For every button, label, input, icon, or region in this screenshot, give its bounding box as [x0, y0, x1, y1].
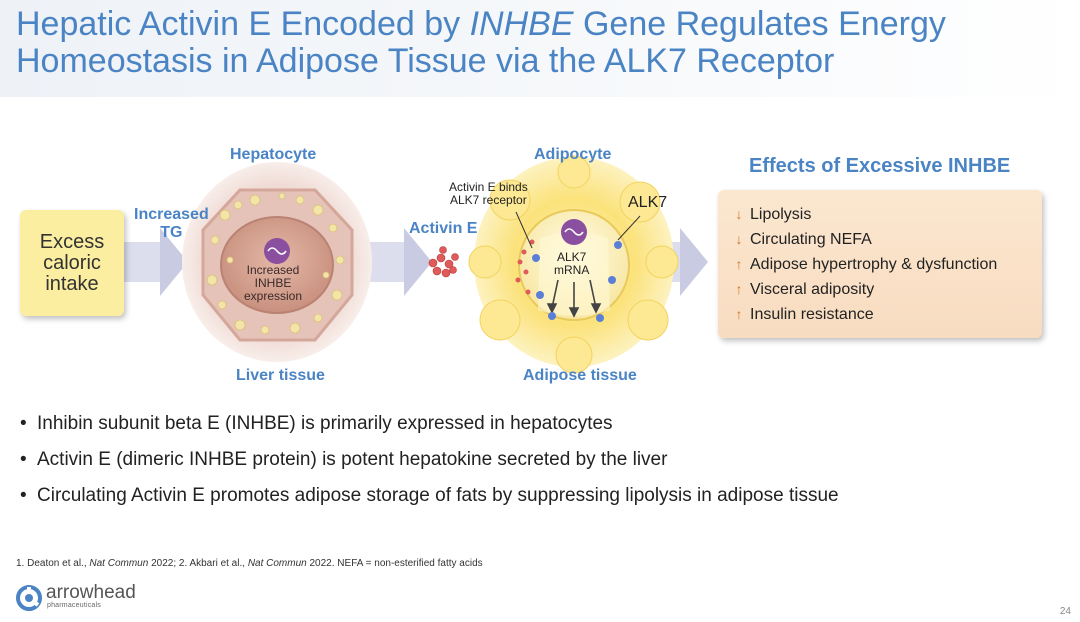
effect-label: Lipolysis [750, 206, 812, 223]
down-arrow-icon: ↓ [735, 206, 743, 222]
effect-label: Adipose hypertrophy & dysfunction [750, 256, 998, 273]
alk7-mrna-label: ALK7 mRNA [554, 250, 590, 277]
adipocyte-label: Adipocyte [534, 146, 612, 163]
effect-label: Insulin resistance [750, 306, 874, 323]
diagram-graphics [124, 155, 708, 374]
footnote: 1. Deaton et al., Nat Commun 2022; 2. Ak… [16, 558, 483, 569]
increased-tg-label: Increased TG [134, 206, 209, 241]
effect-item: ↓ Lipolysis [734, 202, 1042, 227]
adipose-tissue-label: Adipose tissue [523, 367, 637, 384]
hepatocyte-illustration [182, 162, 372, 362]
up-arrow-icon: ↑ [735, 256, 743, 272]
bullet-list: Inhibin subunit beta E (INHBE) is primar… [20, 406, 839, 514]
bullet-item: Inhibin subunit beta E (INHBE) is primar… [20, 406, 839, 442]
excess-caloric-intake-text: Excess caloric intake [39, 230, 105, 295]
hepatocyte-label: Hepatocyte [230, 146, 317, 163]
logo-subtitle: pharmaceuticals [47, 602, 101, 609]
adipocyte-illustration [468, 155, 679, 374]
bullet-item: Circulating Activin E promotes adipose s… [20, 478, 839, 514]
pathway-diagram: Hepatocyte Liver tissue Adipocyte Adipos… [0, 130, 1080, 390]
logo-name: arrowhead [46, 582, 136, 603]
effect-item: ↓ Circulating NEFA [734, 227, 1042, 252]
page-number: 24 [1059, 606, 1071, 617]
inhbe-expression-label: Increased INHBE expression [244, 263, 303, 303]
effect-item: ↑ Adipose hypertrophy & dysfunction [734, 252, 1042, 277]
effect-label: Visceral adiposity [750, 281, 875, 298]
activin-e-label: Activin E [409, 220, 478, 237]
binding-note: Activin E binds ALK7 receptor [449, 180, 528, 207]
liver-tissue-label: Liver tissue [236, 367, 325, 384]
up-arrow-icon: ↑ [735, 281, 743, 297]
activin-e-molecules [428, 246, 459, 278]
alk7-label: ALK7 [628, 194, 668, 211]
up-arrow-icon: ↑ [735, 306, 743, 322]
arrowhead-logo-icon [16, 585, 42, 611]
effects-list: ↓ Lipolysis ↓ Circulating NEFA ↑ Adipose hy… [718, 190, 1042, 327]
title-band [0, 0, 1080, 97]
effects-title: Effects of Excessive INHBE [749, 155, 1011, 177]
effect-label: Circulating NEFA [750, 231, 872, 248]
flow-arrow-1 [124, 228, 188, 296]
excess-caloric-intake-box: Excess caloric intake [20, 210, 124, 316]
effects-box: ↓ Lipolysis ↓ Circulating NEFA ↑ Adipose hy… [718, 190, 1042, 338]
arrowhead-logo: arrowhead pharmaceuticals [16, 582, 136, 611]
bullet-item: Activin E (dimeric INHBE protein) is pot… [20, 442, 839, 478]
effect-item: ↑ Visceral adiposity [734, 277, 1042, 302]
effect-item: ↑ Insulin resistance [734, 302, 1042, 327]
down-arrow-icon: ↓ [735, 231, 743, 247]
slide-title: Hepatic Activin E Encoded by INHBE Gene … [16, 5, 946, 80]
